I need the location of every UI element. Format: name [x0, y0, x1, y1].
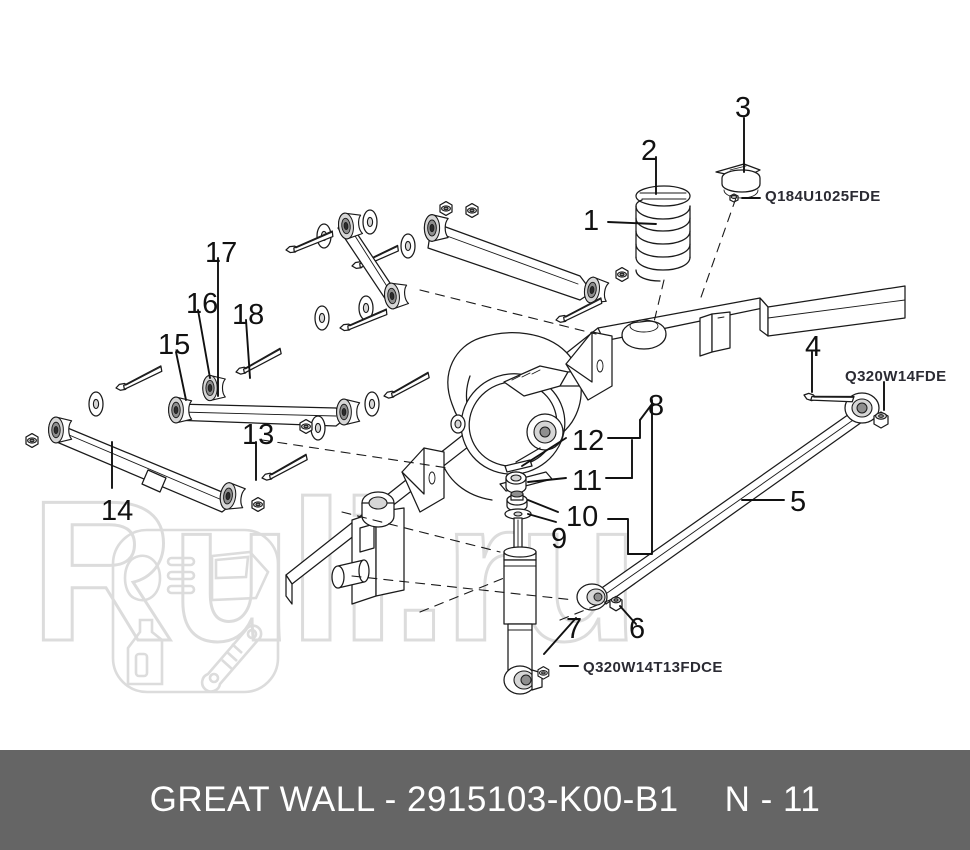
rear-axle-beam: [285, 285, 906, 605]
callout-13: 13: [242, 419, 275, 451]
callout-16: 16: [186, 288, 219, 320]
shock-lower-eye: [503, 665, 543, 695]
part-number-q184u1025fde: Q184U1025FDE: [765, 188, 881, 205]
lower-control-arm-upper-left: [168, 347, 433, 441]
pad-bolt: [729, 193, 739, 203]
callout-18: 18: [232, 299, 265, 331]
technical-drawing: .ln{fill:none;stroke:#1a1a1a;stroke-widt…: [25, 117, 906, 695]
footer-content: GREAT WALL - 2915103-K00-B1 N - 11: [150, 780, 821, 820]
callout-3: 3: [735, 92, 752, 124]
footer-bar: GREAT WALL - 2915103-K00-B1 N - 11: [0, 750, 970, 850]
leader-lines: [111, 117, 885, 667]
beam-hanger-right: [699, 311, 731, 357]
callout-10: 10: [566, 501, 599, 533]
callout-9: 9: [551, 523, 568, 555]
spring-seat: [621, 319, 667, 350]
differential-housing: [439, 332, 611, 501]
callout-8: 8: [648, 390, 665, 422]
panhard-nut-right: [873, 411, 889, 429]
upper-control-arm-right: [349, 200, 629, 324]
footer-sheet-code: N - 11: [724, 780, 821, 819]
callout-15: 15: [158, 329, 191, 361]
panhard-nut-left: [609, 595, 623, 612]
callout-11: 11: [572, 465, 603, 497]
footer-brand-part: GREAT WALL - 2915103-K00-B1: [149, 780, 679, 819]
bolt-13: [258, 453, 311, 482]
upper-control-arm-left: [283, 209, 410, 332]
part-number-q320w14t13fdce: Q320W14T13FDCE: [583, 659, 723, 676]
callout-7: 7: [566, 613, 583, 645]
callout-14: 14: [101, 495, 134, 527]
panhard-rod: [576, 381, 889, 612]
callout-17: 17: [205, 237, 238, 269]
callout-12: 12: [572, 425, 605, 457]
axle-bracket-right: [565, 331, 613, 401]
callout-5: 5: [790, 486, 807, 518]
callout-6: 6: [629, 613, 646, 645]
lower-control-arm-left: [25, 365, 311, 513]
axle-bracket-left: [401, 447, 445, 513]
assembly-guides: [261, 197, 737, 621]
shock-absorber: [503, 447, 550, 695]
shock-bushing-upper: [505, 471, 527, 494]
shock-cup-washer: [506, 490, 528, 512]
callout-2: 2: [641, 135, 658, 167]
beam-hanger-left: [331, 491, 405, 605]
callout-1: 1: [583, 205, 600, 237]
pivot-pin: [331, 559, 370, 589]
coil-spring: [635, 185, 691, 282]
callout-4: 4: [805, 331, 822, 363]
shock-lower-nut: [537, 666, 550, 680]
diagram-canvas: Ruli.ru .ln{fill:none;stroke:#1a1a1a;str…: [25, 117, 906, 695]
spring-upper-pad: [715, 163, 761, 203]
part-number-q320w14fde: Q320W14FDE: [845, 368, 947, 385]
